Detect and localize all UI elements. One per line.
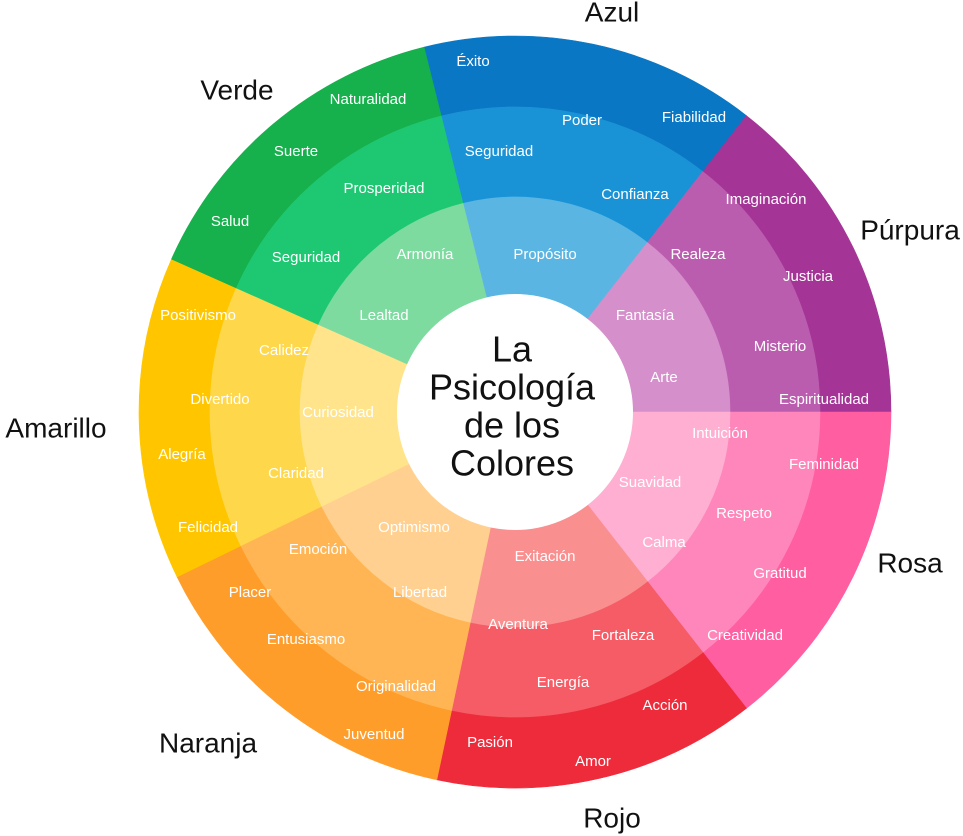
wheel-label: Originalidad <box>356 678 436 695</box>
wheel-label: Aventura <box>488 616 548 633</box>
wheel-label: Optimismo <box>378 519 450 536</box>
segment-title-purpura: Púrpura <box>860 214 960 245</box>
wheel-label: Pasión <box>467 734 513 751</box>
wheel-label: Positivismo <box>160 307 236 324</box>
wheel-label: Intuición <box>692 425 748 442</box>
wheel-label: Imaginación <box>726 191 807 208</box>
wheel-label: Misterio <box>754 338 807 355</box>
wheel-label: Feminidad <box>789 456 859 473</box>
wheel-label: Prosperidad <box>344 180 425 197</box>
wheel-label: Seguridad <box>272 249 340 266</box>
wheel-label: Éxito <box>456 53 489 70</box>
wheel-label: Curiosidad <box>302 404 374 421</box>
wheel-label: Justicia <box>783 268 834 285</box>
wheel-label: Exitación <box>515 548 576 565</box>
wheel-label: Respeto <box>716 505 772 522</box>
center-title-line: Psicología <box>429 367 596 408</box>
wheel-label: Gratitud <box>753 565 806 582</box>
center-title-line: de los <box>464 405 560 446</box>
wheel-label: Alegría <box>158 446 206 463</box>
wheel-label: Suerte <box>274 143 318 160</box>
wheel-label: Libertad <box>393 584 447 601</box>
wheel-label: Acción <box>642 697 687 714</box>
wheel-label: Seguridad <box>465 143 533 160</box>
wheel-label: Fortaleza <box>592 627 655 644</box>
segment-title-amarillo: Amarillo <box>5 412 106 443</box>
wheel-label: Naturalidad <box>330 91 407 108</box>
segment-title-naranja: Naranja <box>159 727 257 758</box>
wheel-label: Creatividad <box>707 627 783 644</box>
wheel-label: Poder <box>562 112 602 129</box>
wheel-label: Calma <box>642 534 686 551</box>
wheel-label: Propósito <box>513 246 576 263</box>
segment-title-verde: Verde <box>200 74 273 105</box>
wheel-label: Realeza <box>670 246 726 263</box>
wheel-label: Amor <box>575 753 611 770</box>
wheel-label: Armonía <box>397 246 454 263</box>
segment-title-azul: Azul <box>585 0 639 27</box>
wheel-label: Calidez <box>259 342 309 359</box>
wheel-label: Energía <box>537 674 590 691</box>
wheel-label: Arte <box>650 369 678 386</box>
segment-title-rosa: Rosa <box>877 547 943 578</box>
wheel-label: Divertido <box>190 391 249 408</box>
segment-title-rojo: Rojo <box>583 802 641 833</box>
wheel-label: Claridad <box>268 465 324 482</box>
wheel-label: Lealtad <box>359 307 408 324</box>
wheel-label: Entusiasmo <box>267 631 345 648</box>
center-title-line: La <box>492 329 533 370</box>
wheel-label: Fiabilidad <box>662 109 726 126</box>
wheel-label: Felicidad <box>178 519 238 536</box>
wheel-label: Emoción <box>289 541 347 558</box>
center-title: La Psicología de los Colores <box>429 329 596 484</box>
wheel-label: Suavidad <box>619 474 682 491</box>
wheel-label: Salud <box>211 213 249 230</box>
center-title-line: Colores <box>450 443 574 484</box>
wheel-label: Juventud <box>344 726 405 743</box>
center-circle <box>397 294 633 530</box>
wheel-label: Confianza <box>601 186 669 203</box>
wheel-label: Fantasía <box>616 307 675 324</box>
wheel-label: Placer <box>229 584 272 601</box>
wheel-label: Espiritualidad <box>779 391 869 408</box>
